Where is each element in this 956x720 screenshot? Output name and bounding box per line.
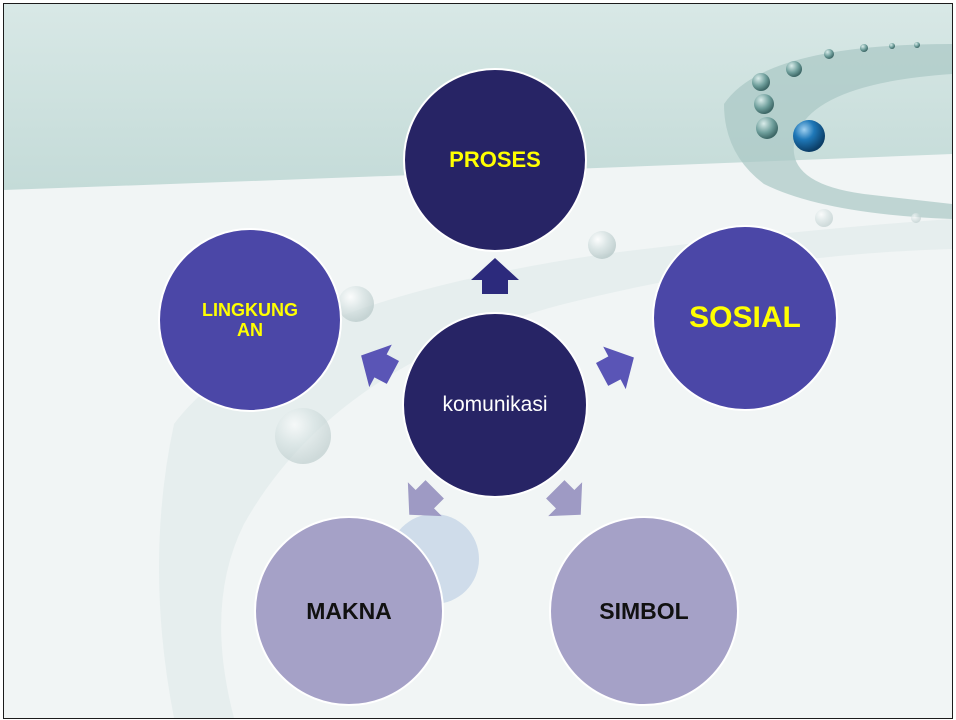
arrow-to-simbol (546, 480, 583, 517)
small-ball (756, 117, 778, 139)
small-ball (824, 49, 834, 59)
node-lingkungan: LINGKUNG AN (158, 228, 342, 412)
node-label-makna: MAKNA (306, 597, 392, 624)
faded-ball (815, 209, 833, 227)
blue-ball (793, 120, 825, 152)
node-makna: MAKNA (254, 516, 444, 706)
slide: PROSES SOSIAL LINGKUNG AN komunikasi MAK… (3, 3, 953, 719)
small-ball (889, 43, 895, 49)
faded-ball (588, 231, 616, 259)
node-label-lingkungan: LINGKUNG AN (202, 300, 298, 340)
node-simbol: SIMBOL (549, 516, 739, 706)
node-sosial: SOSIAL (652, 225, 838, 411)
node-label-komunikasi: komunikasi (442, 393, 548, 416)
node-label-sosial: SOSIAL (689, 301, 801, 334)
arrow-to-proses (471, 258, 519, 294)
node-label-simbol: SIMBOL (599, 597, 689, 624)
node-label-proses: PROSES (449, 147, 541, 172)
node-komunikasi-center: komunikasi (402, 312, 588, 498)
small-ball (860, 44, 868, 52)
small-ball (914, 42, 920, 48)
arrows-layer (361, 258, 634, 517)
small-ball (752, 73, 770, 91)
track-shadow (159, 219, 952, 718)
arrow-to-lingkungan (361, 344, 399, 388)
arrow-to-sosial (596, 346, 634, 390)
node-proses: PROSES (403, 68, 587, 252)
faded-ball (911, 213, 921, 223)
curved-track (724, 44, 952, 219)
faded-ball (338, 286, 374, 322)
faded-ball (275, 408, 331, 464)
small-ball (754, 94, 774, 114)
small-ball (786, 61, 802, 77)
arrow-to-makna (407, 480, 444, 517)
